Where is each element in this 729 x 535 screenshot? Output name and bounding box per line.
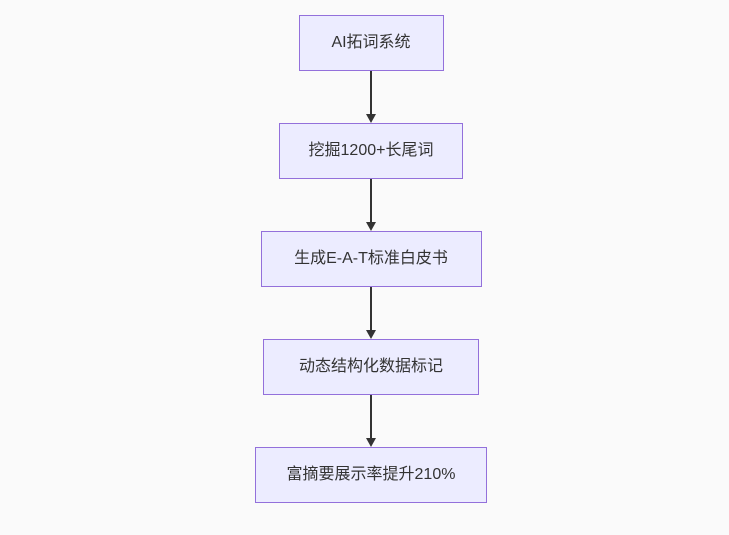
flow-node-label: 挖掘1200+长尾词 (308, 142, 434, 159)
edge-arrow (366, 71, 376, 123)
flow-node-structured-data: 动态结构化数据标记 (263, 339, 479, 395)
flow-node-ai-word-system: AI拓词系统 (298, 15, 444, 71)
flow-node-label: AI拓词系统 (331, 34, 411, 51)
flow-node-eat-whitepaper: 生成E-A-T标准白皮书 (260, 231, 482, 287)
edge-line (370, 179, 372, 222)
edge-arrow (366, 179, 376, 231)
edge-line (370, 395, 372, 438)
arrowhead-down-icon (366, 330, 376, 339)
flow-node-label: 动态结构化数据标记 (298, 358, 443, 375)
arrowhead-down-icon (366, 438, 376, 447)
flow-node-rich-snippet-result: 富摘要展示率提升210% (255, 447, 487, 503)
flowchart: AI拓词系统 挖掘1200+长尾词 生成E-A-T标准白皮书 动态结构化数据标记 (255, 15, 487, 503)
arrowhead-down-icon (366, 114, 376, 123)
flow-node-label: 生成E-A-T标准白皮书 (294, 250, 448, 267)
edge-line (370, 71, 372, 114)
flow-node-longtail-mining: 挖掘1200+长尾词 (279, 123, 463, 179)
arrowhead-down-icon (366, 222, 376, 231)
flow-node-label: 富摘要展示率提升210% (286, 466, 456, 483)
edge-arrow (366, 395, 376, 447)
edge-arrow (366, 287, 376, 339)
edge-line (370, 287, 372, 330)
